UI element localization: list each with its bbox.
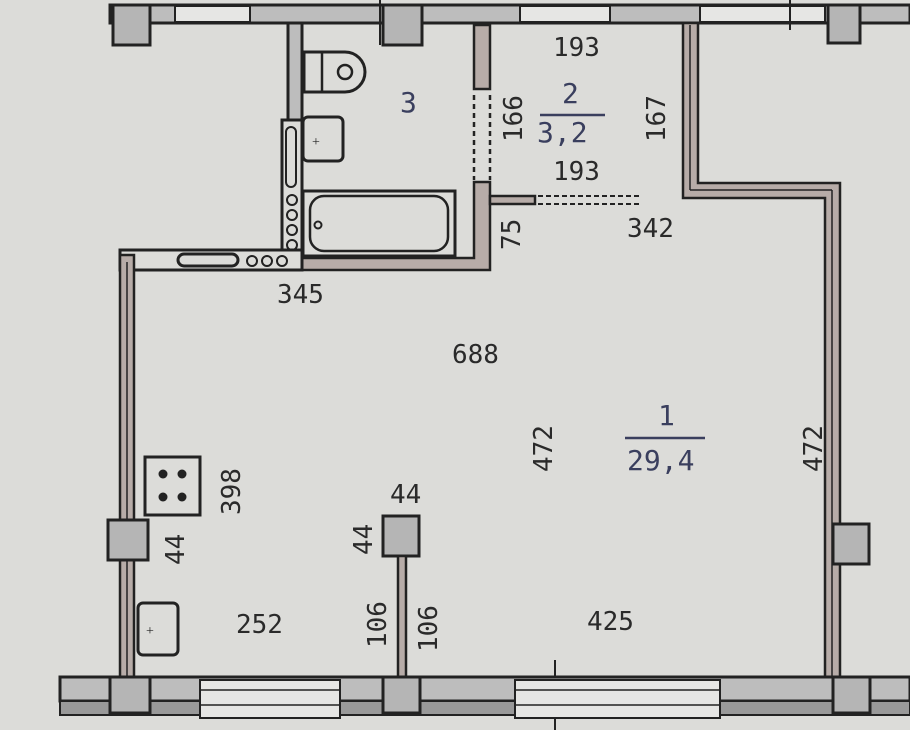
dim-bath-bottom: 345 (277, 280, 324, 310)
left-wall (106, 253, 150, 692)
room-2-number: 2 (562, 77, 579, 110)
column (831, 522, 871, 566)
dim-pillar-center-width: 44 (390, 480, 421, 510)
column (826, 3, 862, 45)
column (381, 3, 424, 47)
kitchen-sink-icon: + (136, 601, 180, 657)
center-partition (381, 514, 421, 682)
column (111, 3, 152, 47)
room-3-number: 3 (400, 86, 417, 119)
top-wall (108, 0, 910, 47)
dim-corridor-top: 193 (553, 33, 600, 63)
dim-door-bath: 75 (497, 219, 527, 250)
column (106, 518, 150, 562)
svg-text:+: + (146, 624, 154, 639)
dim-kitchen-width: 252 (236, 610, 283, 640)
dim-pillar-center-height: 44 (349, 524, 379, 555)
room-1-area: 29,4 (627, 444, 694, 477)
dim-corridor-left: 166 (499, 95, 529, 142)
dim-corridor-bottom: 193 (553, 157, 600, 187)
stove-icon (143, 455, 202, 517)
dim-partition-top: 342 (627, 214, 674, 244)
dim-partition-left: 106 (363, 601, 393, 648)
dim-pillar-left: 44 (161, 534, 191, 565)
bathtub-icon (301, 189, 457, 258)
dim-kitchen-length: 398 (217, 468, 247, 515)
bathroom-sink-icon: + (301, 115, 345, 163)
dim-room-width: 688 (452, 340, 499, 370)
room-2-area: 3,2 (537, 116, 588, 149)
toilet-icon (302, 50, 367, 94)
dim-partition-right: 106 (414, 605, 444, 652)
dim-corridor-right: 167 (642, 95, 672, 142)
dim-room-height-mid: 472 (529, 425, 559, 472)
room-1-number: 1 (658, 399, 675, 432)
dim-room-height-right: 472 (799, 425, 829, 472)
dim-living-width: 425 (587, 607, 634, 637)
bathroom-walls (118, 21, 492, 272)
bottom-wall (58, 675, 910, 719)
svg-text:+: + (312, 135, 320, 150)
